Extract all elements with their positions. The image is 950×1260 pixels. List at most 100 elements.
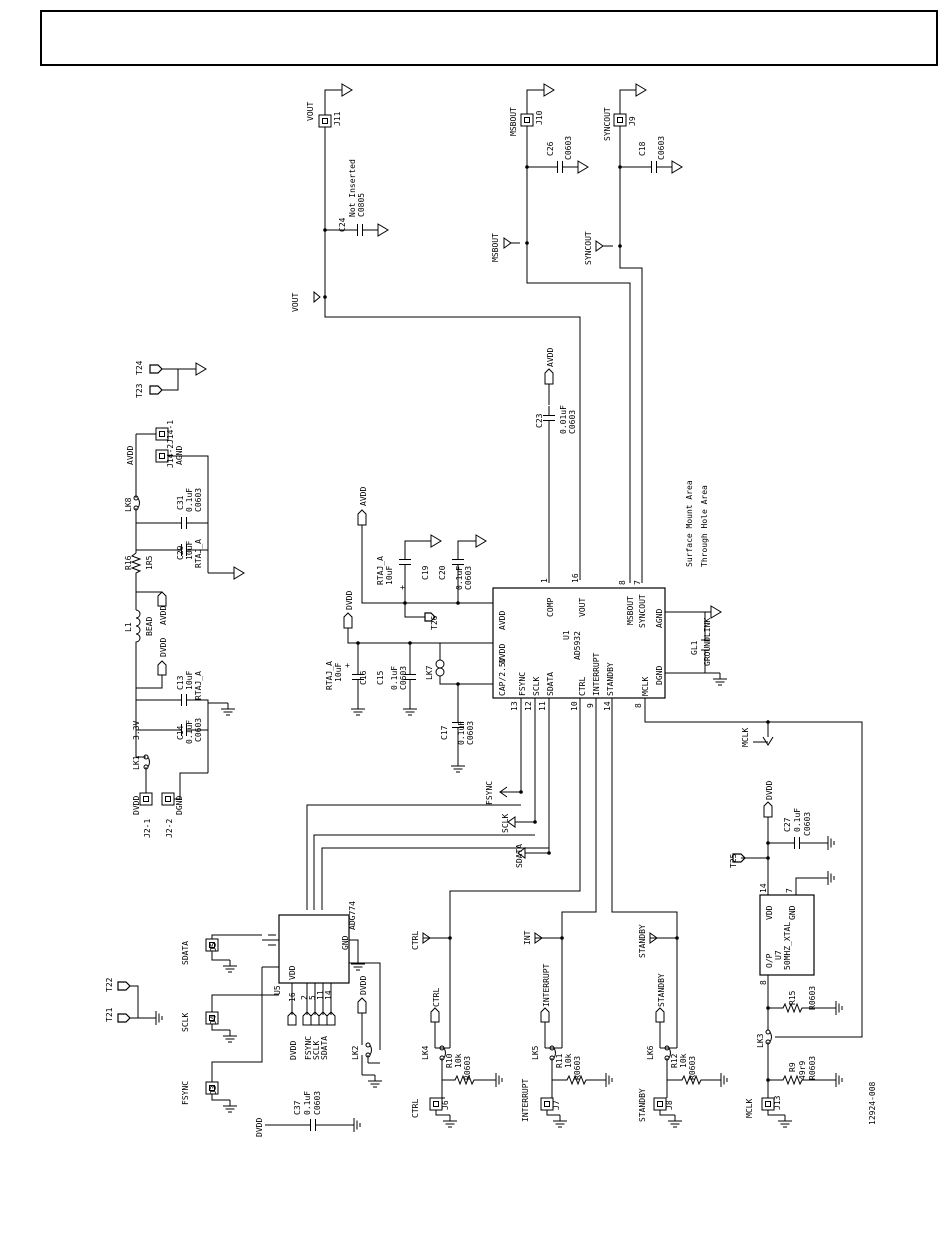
u7-gnd-pin: GND (788, 905, 797, 920)
u5-dvdd-label: DVDD (289, 1041, 298, 1060)
c13-value-label: 10uF (185, 671, 194, 690)
r12-label: R12 (670, 1053, 679, 1068)
t23-label: T23 (135, 383, 144, 398)
avdd-decoupling: AVDD + 10uF RTAJ_A C19 C20 0.1uF C0603 T… (357, 487, 493, 630)
j2-1-label: J2-1 (143, 819, 152, 838)
u5-pin-14: 14 (324, 990, 333, 1000)
u7-value-label: 50MHZ_XTAL (783, 922, 792, 970)
c29-label: C29 (176, 545, 185, 560)
lk2-dvdd-label: DVDD (359, 976, 368, 995)
u5-vdd-pin: VDD (288, 965, 297, 980)
c14-package-label: C0603 (194, 718, 203, 742)
standby-flag-label: STANDBY (657, 973, 666, 1007)
lk2-link: DVDD LK2 (351, 976, 383, 1088)
dvdd-label: DVDD (132, 796, 141, 815)
pin-sdata-label: SDATA (546, 672, 555, 696)
u7-pin-14: 14 (759, 883, 768, 893)
interrupt-circuit: INT INTERRUPT LK5 R11 10k R0603 INTERRUP… (521, 930, 613, 1128)
pin-7: 7 (633, 580, 642, 585)
power-input-section: AVDD AGND J14-1 J14-2 LK8 C31 0.1uF C060… (124, 420, 245, 838)
pin-dvdd-label: DVDD (498, 644, 507, 663)
c37-label: C37 (293, 1100, 302, 1115)
u5-part-label: ADG774 (348, 901, 357, 930)
j14-1-label: J14-1 (166, 420, 175, 444)
pin-ctrl-label: CTRL (578, 677, 587, 696)
r9-package-label: R0603 (808, 1056, 817, 1080)
fsync-conn-label: FSYNC (181, 1081, 190, 1105)
gl1-label: GL1 (690, 640, 699, 655)
lk1-label: LK1 (132, 755, 141, 770)
r15-label: R15 (788, 990, 797, 1005)
j13-label: J13 (773, 1095, 782, 1110)
t23-t24-testpoints: T24 T23 (135, 360, 207, 398)
u7-vdd-pin: VDD (765, 905, 774, 920)
u1-part-label: AD5932 (573, 631, 582, 660)
pin-sclk-label: SCLK (532, 677, 541, 696)
pin-avdd-label: AVDD (498, 611, 507, 630)
pin-1: 1 (540, 578, 549, 583)
dvdd-flag-label: DVDD (159, 638, 168, 657)
r12-value-label: 10k (679, 1053, 688, 1068)
c14-value-label: 0.1uF (185, 720, 194, 744)
mclk-oscillator-circuit: DVDD C27 0.1uF C0603 T25 VDD GND O/P U7 … (729, 781, 843, 1128)
ctrl-net-label: CTRL (411, 931, 420, 950)
u7-pin-8: 8 (759, 980, 768, 985)
j11-label: J11 (333, 111, 342, 126)
j10-label: J10 (535, 110, 544, 125)
j2-2-label: J2-2 (165, 819, 174, 838)
dvdd-decoupling: DVDD + RTAJ_A 10uF C16 C15 0.1uF C0603 L… (325, 591, 493, 773)
j14-2-label: J14-2 (166, 444, 175, 468)
c20-package-label: C0603 (464, 566, 473, 590)
c37-package-label: C0603 (313, 1091, 322, 1115)
u5-label: U5 (273, 985, 282, 995)
pin-syncout-label: SYNCOUT (638, 594, 647, 628)
t21-label: T21 (105, 1007, 114, 1022)
agnd-label: AGND (175, 446, 184, 465)
t22-label: T22 (105, 977, 114, 992)
fsync-net-label: FSYNC (485, 781, 494, 805)
r16-value-label: 1R5 (145, 555, 154, 570)
pin-msbout-label: MSBOUT (626, 596, 635, 625)
pin-fsync-label: FSYNC (518, 672, 527, 696)
c23-package-label: C0603 (568, 410, 577, 434)
dvdd-feed-label: DVDD (345, 591, 354, 610)
c15-package-label: C0603 (399, 666, 408, 690)
u5-adg774: ADG774 U5 VDD GND 16 2 5 11 14 DVDD FSYN… (262, 901, 381, 1060)
c17-value-label: 0.1uF (457, 721, 466, 745)
dgnd-label: DGND (175, 796, 184, 815)
c20-label: C20 (438, 565, 447, 580)
pin-cap-label: CAP/2.5V (498, 657, 507, 696)
c17-package-label: C0603 (466, 721, 475, 745)
interrupt-conn-label: INTERRUPT (521, 1078, 530, 1122)
lk5-label: LK5 (531, 1045, 540, 1060)
c16-value-label: 10uF (334, 663, 343, 682)
mclk-conn-label: MCLK (745, 1099, 754, 1118)
u1-signal-routing: FSYNC SCLK SDATA MCLK (449, 698, 863, 1038)
pin-agnd-label: AGND (655, 609, 664, 628)
standby-circuit: STANDBY STANDBY LK6 R12 10k R0603 STANDB… (638, 924, 728, 1128)
lk6-label: LK6 (646, 1045, 655, 1060)
lk7-label: LK7 (425, 665, 434, 680)
pin-12: 12 (524, 701, 533, 711)
r10-label: R10 (445, 1053, 454, 1068)
c17-label: C17 (440, 725, 449, 740)
c27-label: C27 (783, 817, 792, 832)
u7-op-pin: O/P (765, 953, 774, 968)
lk4-label: LK4 (421, 1045, 430, 1060)
syncout-connector-group: SYNCOUT J9 C18 C0603 SYNCOUT (584, 83, 683, 583)
c23-decoupling: AVDD C23 0.01uF C0603 (535, 348, 577, 583)
c16-label: C16 (359, 670, 368, 685)
groundlink-gl1: GL1 GROUNDLINK Surface Mount Area Throug… (665, 480, 728, 686)
c26-package-label: C0603 (564, 136, 573, 160)
c15-label: C15 (376, 670, 385, 685)
avdd-label: AVDD (126, 446, 135, 465)
u1-ad5932: AVDD DVDD CAP/2.5V COMP VOUT MSBOUT SYNC… (492, 573, 666, 711)
c23-label: C23 (535, 413, 544, 428)
pin-mclk-label: MCLK (641, 677, 650, 696)
j5-label: J5 (209, 942, 218, 952)
u5-sdata-label: SDATA (320, 1036, 329, 1060)
c13-label: C13 (176, 675, 185, 690)
msbout-net-label: MSBOUT (491, 233, 500, 262)
u7-label: U7 (774, 950, 783, 960)
r12-package-label: R0603 (688, 1056, 697, 1080)
